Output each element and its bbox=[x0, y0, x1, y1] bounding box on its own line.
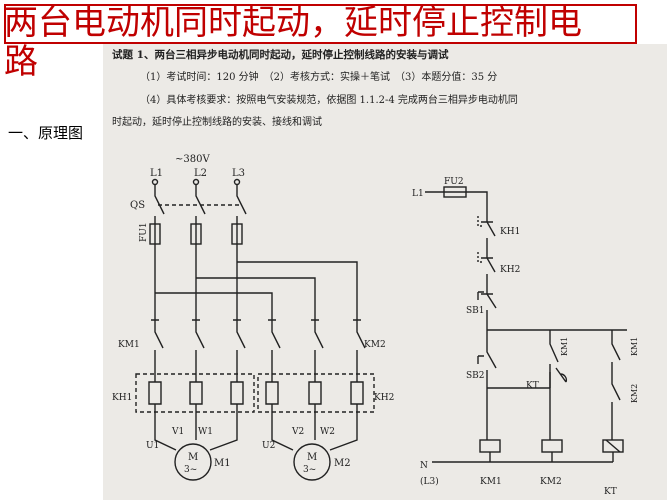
coil-km1-label: KM1 bbox=[480, 477, 502, 487]
l3-terminal bbox=[233, 178, 241, 186]
ctrl-kt-contact-label: KT bbox=[526, 381, 539, 391]
kh2-label: KH2 bbox=[374, 393, 394, 403]
sb2-button bbox=[477, 330, 497, 440]
ctrl-km2-contact bbox=[611, 376, 621, 440]
m1-terminal-u1: U1 bbox=[146, 441, 159, 451]
ctrl-kh1-label: KH1 bbox=[500, 227, 520, 237]
ctrl-l1-label: L1 bbox=[412, 189, 424, 199]
km1-label: KM1 bbox=[118, 340, 140, 350]
km2-main-contacts bbox=[268, 319, 366, 374]
task-line-3: 时起动，延时停止控制线路的安装、接线和调试 bbox=[112, 115, 322, 128]
phase-l1-label: L1 bbox=[150, 168, 163, 179]
kh1-elements bbox=[148, 374, 244, 412]
task-heading: 试题 1、两台三相异步电动机同时起动，延时停止控制线路的安装与调试 bbox=[112, 48, 449, 61]
schematic-svg: 试题 1、两台三相异步电动机同时起动，延时停止控制线路的安装与调试 （1）考试时… bbox=[112, 48, 639, 497]
sb1-button bbox=[477, 286, 497, 330]
ctrl-km1-contact bbox=[549, 330, 559, 440]
fu2-fuse bbox=[425, 186, 488, 214]
m1-phase: 3~ bbox=[184, 465, 197, 475]
ctrl-km1-aux-contact bbox=[611, 330, 621, 376]
ctrl-kh1-contact bbox=[477, 214, 496, 248]
motor-m1 bbox=[174, 443, 212, 481]
task-line-2: （4）具体考核要求：按照电气安装规范，依据图 1.1.2-4 完成两台三相异步电… bbox=[140, 93, 518, 106]
schematic-photo: 试题 1、两台三相异步电动机同时起动，延时停止控制线路的安装与调试 （1）考试时… bbox=[103, 44, 667, 500]
fu2-label: FU2 bbox=[444, 177, 464, 187]
coil-km1 bbox=[479, 439, 501, 453]
task-line-1: （1）考试时间：120 分钟 （2）考核方式：实操＋笔试 （3）本题分值：35 … bbox=[140, 70, 497, 83]
fu1-fuses bbox=[149, 223, 243, 245]
ctrl-km1-aux-label: KM1 bbox=[630, 337, 639, 356]
sb2-label: SB2 bbox=[466, 371, 485, 381]
phase-l2-label: L2 bbox=[194, 168, 207, 179]
m2-symbol: M bbox=[307, 452, 317, 463]
m2-terminal-w2: W2 bbox=[320, 427, 335, 437]
ctrl-n-label: N bbox=[420, 461, 428, 471]
m1-terminal-w1: W1 bbox=[198, 427, 213, 437]
m1-name: M1 bbox=[214, 458, 231, 469]
l2-terminal bbox=[192, 178, 200, 186]
ctrl-km2-contact-label: KM2 bbox=[630, 384, 639, 403]
motor-m1-wiring bbox=[154, 412, 238, 451]
km2-label: KM2 bbox=[364, 340, 386, 350]
fu1-label: FU1 bbox=[139, 222, 149, 242]
section-heading: 一、原理图 bbox=[8, 124, 84, 142]
slide-title: 两台电动机同时起动，延时停止控制电 路 bbox=[0, 0, 667, 88]
title-box bbox=[4, 4, 637, 44]
m2-name: M2 bbox=[334, 458, 351, 469]
title-line-2: 路 bbox=[4, 42, 38, 82]
km1-main-contacts bbox=[151, 319, 246, 374]
kh1-box bbox=[135, 373, 255, 413]
m2-terminal-v2: V2 bbox=[291, 427, 304, 437]
m1-symbol: M bbox=[188, 452, 198, 463]
kh2-box bbox=[257, 373, 375, 413]
ctrl-kh2-contact bbox=[477, 248, 496, 286]
m2-phase: 3~ bbox=[303, 465, 316, 475]
motor-m2-wiring bbox=[271, 412, 358, 451]
qs-switch bbox=[154, 185, 247, 224]
l1-terminal bbox=[151, 178, 159, 186]
kh1-label: KH1 bbox=[112, 393, 132, 403]
ctrl-kt-contact bbox=[549, 367, 568, 388]
qs-label: QS bbox=[130, 200, 145, 211]
supply-label: ~380V bbox=[175, 154, 210, 165]
coil-kt-marker bbox=[605, 439, 621, 453]
coil-kt-label: KT bbox=[604, 487, 617, 497]
coil-km2-label: KM2 bbox=[540, 477, 562, 487]
motor-m2 bbox=[293, 443, 331, 481]
ctrl-km1-contact-label: KM1 bbox=[560, 337, 569, 356]
coil-km2 bbox=[541, 439, 563, 453]
ctrl-neutral-line bbox=[432, 452, 614, 463]
title-line-1: 两台电动机同时起动，延时停止控制电 bbox=[4, 3, 582, 43]
sb1-label: SB1 bbox=[466, 306, 485, 316]
m1-terminal-v1: V1 bbox=[171, 427, 184, 437]
ctrl-l3-label: (L3) bbox=[420, 476, 439, 487]
m2-terminal-u2: U2 bbox=[262, 441, 275, 451]
kh2-elements bbox=[265, 374, 364, 412]
ctrl-kh2-label: KH2 bbox=[500, 265, 520, 275]
bus-lines bbox=[154, 244, 358, 320]
phase-l3-label: L3 bbox=[232, 168, 245, 179]
